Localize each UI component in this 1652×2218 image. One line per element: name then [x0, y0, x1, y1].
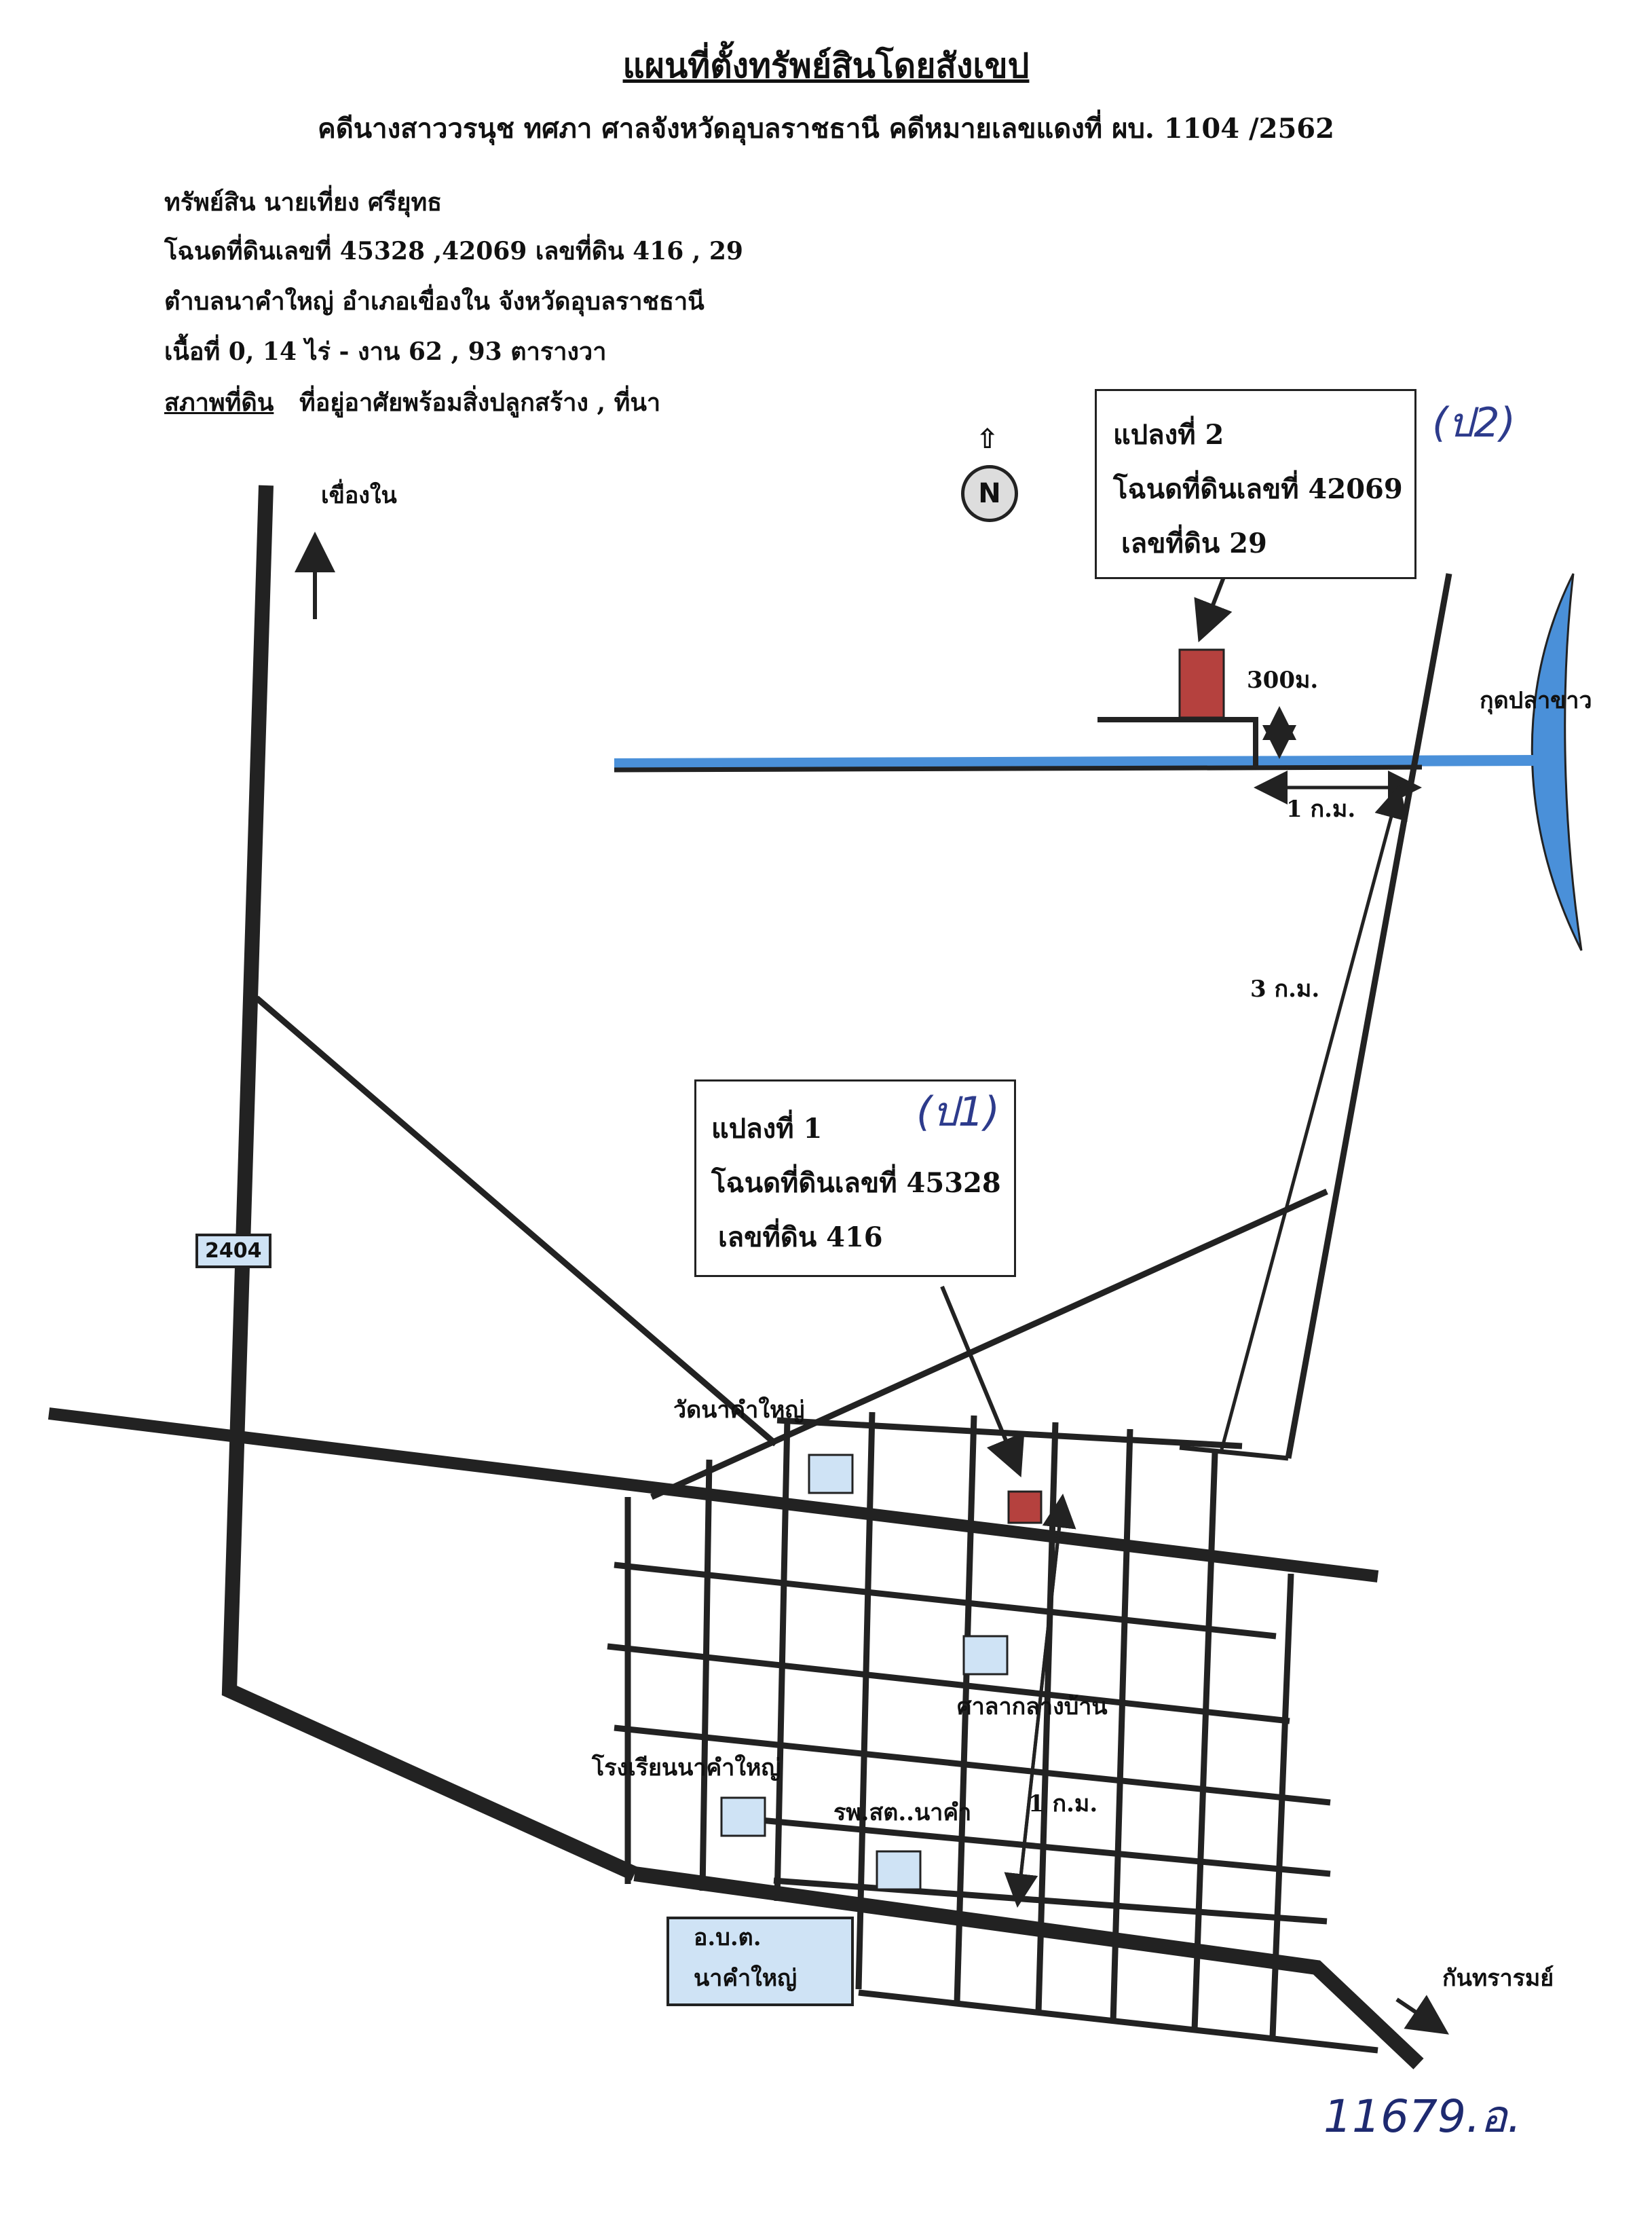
town-grid-horizontal — [607, 1417, 1378, 2054]
canal-edge — [614, 764, 1423, 773]
label-school: โรงเรียนนาคำใหญ่ — [592, 1754, 781, 1781]
property-condition: สภาพที่ดิน ที่อยู่อาศัยพร้อมสิ่งปลูกสร้า… — [164, 390, 660, 415]
clinic-building — [876, 1850, 922, 1891]
canal-line — [614, 755, 1543, 769]
obt-building — [667, 1917, 854, 2006]
plot2-info-box — [1095, 389, 1416, 579]
condition-value: ที่อยู่อาศัยพร้อมสิ่งปลูกสร้าง , ที่นา — [299, 388, 661, 417]
school-building — [720, 1796, 766, 1837]
marker-1km-town-back — [1004, 1500, 1064, 1908]
road-2404 — [221, 485, 638, 1881]
plot2-land-no: เลขที่ดิน 29 — [1121, 528, 1267, 559]
road-east-west — [48, 1407, 1379, 1583]
label-north-town: เขื่องใน — [321, 482, 397, 509]
plot1-title: แปลงที่ 1 — [711, 1113, 823, 1145]
plot1-deed: โฉนดที่ดินเลขที่ 45328 — [711, 1167, 1001, 1199]
property-deeds: โฉนดที่ดินเลขที่ 45328 ,42069 เลขที่ดิน … — [164, 237, 743, 265]
condition-label: สภาพที่ดิน — [164, 388, 274, 417]
obt-label-line2: นาคำใหญ่ — [694, 1965, 797, 1992]
map-title: แผนที่ตั้งทรัพย์สินโดยสังเขป — [622, 45, 1030, 86]
plot2-title: แปลงที่ 2 — [1113, 419, 1224, 451]
southeast-arrow — [1395, 1995, 1449, 2035]
temple-building — [808, 1454, 854, 1494]
label-pond: กุดปลาขาว — [1480, 687, 1592, 714]
plot2-handwritten-note: (ป2) — [1432, 399, 1516, 447]
property-area: เนื้อที่ 0, 14 ไร่ - งาน 62 , 93 ตารางวา — [164, 337, 607, 366]
road-diagonal-ne — [650, 1188, 1328, 1500]
plot1-info-box — [694, 1079, 1016, 1277]
plot2-deed: โฉนดที่ดินเลขที่ 42069 — [1113, 473, 1403, 505]
property-owner: ทรัพย์สิน นายเที่ยง ศรียุทธ — [164, 188, 443, 217]
label-3km: 3 ก.ม. — [1250, 976, 1320, 1003]
plot2-access-road — [1097, 717, 1258, 770]
plot2-marker — [1178, 648, 1225, 719]
plot2-pointer — [1194, 572, 1233, 643]
pond-shape — [1531, 573, 1583, 951]
road-diagonal-west — [255, 995, 778, 1447]
north-compass-icon: N — [961, 465, 1018, 522]
label-300m: 300ม. — [1247, 667, 1319, 694]
label-hall: ศาลากลางบ้าน — [957, 1693, 1108, 1720]
label-clinic: รพ.สต..นาคำ — [833, 1799, 972, 1826]
hall-building — [962, 1635, 1009, 1676]
label-temple: วัดนาคำใหญ่ — [673, 1397, 805, 1424]
route-2404-sign: 2404 — [195, 1234, 271, 1268]
compass-up-arrow-icon: ⇧ — [976, 424, 999, 455]
plot1-marker — [1007, 1490, 1043, 1524]
label-southeast: กันทรารมย์ — [1442, 1965, 1554, 1992]
property-location: ตำบลนาคำใหญ่ อำเภอเขื่องใน จังหวัดอุบลรา… — [164, 287, 705, 316]
label-1km-top: 1 ก.ม. — [1286, 796, 1356, 823]
marker-3km — [1220, 784, 1408, 1450]
plot1-handwritten-note: (ป1) — [916, 1088, 1000, 1136]
plot1-land-no: เลขที่ดิน 416 — [718, 1221, 883, 1253]
footer-handwritten-number: 11679.อ. — [1324, 2090, 1522, 2143]
label-1km-town: 1 ก.ม. — [1028, 1790, 1098, 1817]
plot1-pointer — [940, 1285, 1025, 1478]
obt-label-line1: อ.บ.ต. — [694, 1924, 762, 1951]
road-bottom-link — [1179, 1445, 1289, 1461]
road-east — [1285, 573, 1452, 1459]
case-subtitle: คดีนางสาววรนุช ทศภา ศาลจังหวัดอุบลราชธาน… — [318, 113, 1334, 145]
